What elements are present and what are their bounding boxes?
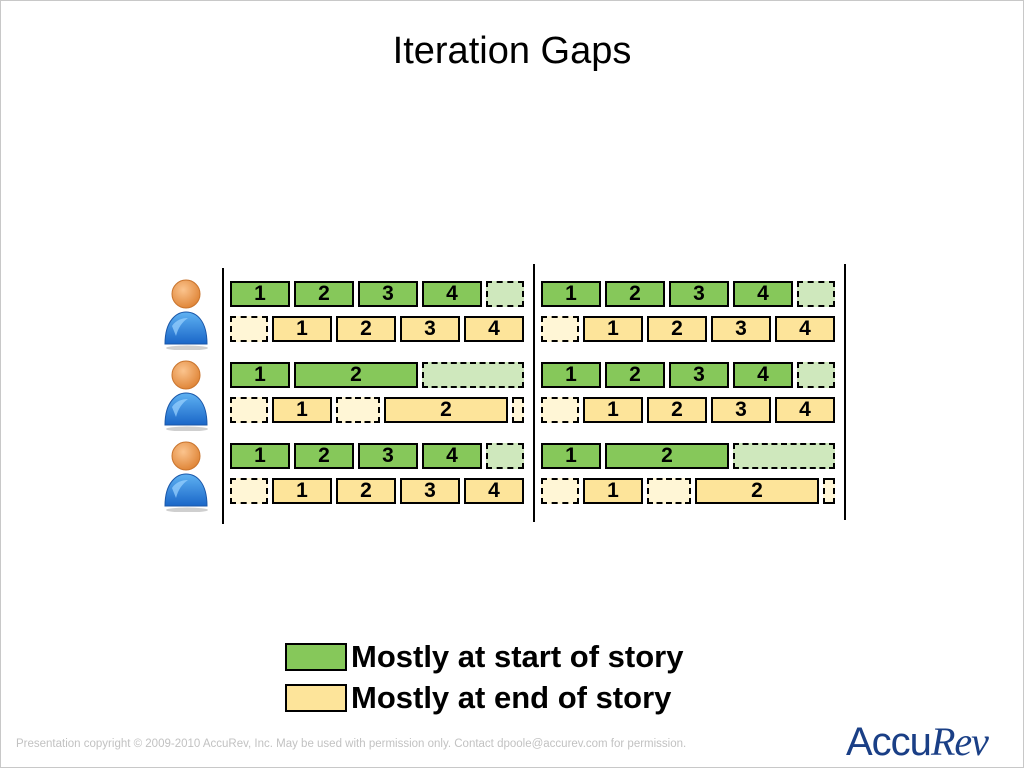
gap-block [486,281,524,307]
person-icon [164,360,208,431]
person-icon [164,441,208,512]
legend-label-end: Mostly at end of story [351,680,672,715]
iteration-block: 3 [711,397,771,423]
page-title: Iteration Gaps [392,30,632,72]
gap-block [486,443,524,469]
gap-block [541,397,579,423]
iteration-block: 1 [230,443,290,469]
logo-text-accu: Accu [846,720,932,764]
legend-swatch-yellow [285,684,347,712]
iteration-block: 1 [541,281,601,307]
iteration-block: 4 [733,362,793,388]
iteration-block: 1 [230,362,290,388]
iteration-block: 3 [711,316,771,342]
iteration-block: 1 [272,397,332,423]
iteration-block: 2 [695,478,819,504]
iteration-block: 1 [541,362,601,388]
iteration-block: 2 [294,362,418,388]
iteration-block: 2 [605,443,729,469]
person-icon [164,279,208,350]
gap-block [230,478,268,504]
iteration-block: 3 [400,478,460,504]
iteration-block: 3 [358,281,418,307]
iteration-block: 1 [583,397,643,423]
iteration-block: 4 [464,316,524,342]
gap-block [541,316,579,342]
gap-block [422,362,524,388]
divider-right [844,264,846,520]
iteration-block: 4 [422,443,482,469]
legend-swatch-green [285,643,347,671]
legend-end: Mostly at end of story [285,680,672,715]
divider-middle [533,264,535,522]
iteration-block: 4 [775,397,835,423]
iteration-block: 3 [358,443,418,469]
iteration-block: 4 [733,281,793,307]
accurev-logo: AccuRev [846,718,989,765]
legend-label-start: Mostly at start of story [351,639,684,674]
gap-block [230,397,268,423]
iteration-block: 3 [669,281,729,307]
gap-block [797,362,835,388]
gap-block [733,443,835,469]
gap-block [336,397,380,423]
gap-block [823,478,835,504]
gap-block [512,397,524,423]
iteration-block: 4 [464,478,524,504]
iteration-block: 4 [775,316,835,342]
copyright-footer: Presentation copyright © 2009-2010 AccuR… [16,738,687,750]
iteration-block: 1 [583,316,643,342]
iteration-block: 2 [647,316,707,342]
iteration-block: 2 [336,478,396,504]
iteration-block: 1 [272,316,332,342]
gap-block [541,478,579,504]
iteration-block: 3 [400,316,460,342]
logo-text-rev: Rev [930,719,989,764]
iteration-block: 2 [384,397,508,423]
iteration-block: 1 [583,478,643,504]
gap-block [647,478,691,504]
iteration-block: 2 [336,316,396,342]
iteration-block: 2 [605,362,665,388]
divider-left [222,268,224,524]
gap-block [797,281,835,307]
legend-start: Mostly at start of story [285,639,684,674]
iteration-block: 2 [294,281,354,307]
iteration-block: 3 [669,362,729,388]
gap-block [230,316,268,342]
iteration-block: 1 [272,478,332,504]
iteration-block: 2 [294,443,354,469]
iteration-block: 2 [605,281,665,307]
iteration-block: 1 [230,281,290,307]
iteration-block: 2 [647,397,707,423]
iteration-block: 4 [422,281,482,307]
iteration-block: 1 [541,443,601,469]
